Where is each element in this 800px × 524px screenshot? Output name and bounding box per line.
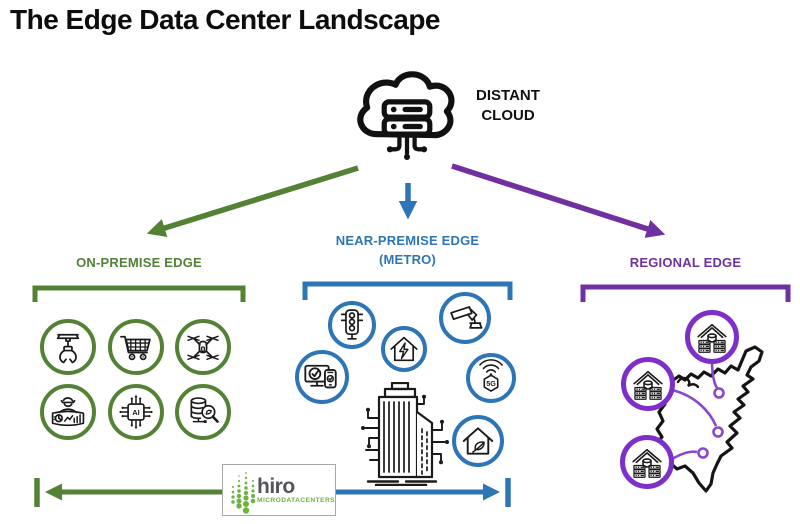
regional-bracket <box>580 284 791 302</box>
edge-datacenter-icon <box>621 357 675 411</box>
hiro-brand-text: hiro <box>257 474 295 498</box>
edge-datacenter-icon <box>685 310 739 364</box>
map-node <box>713 387 725 399</box>
distant-cloud-line1: DISTANT <box>476 87 540 104</box>
smart-energy-home-icon <box>381 326 427 372</box>
cloud-to-regional-arrow <box>451 163 666 238</box>
map-connector <box>671 450 698 461</box>
on-premise-edge-label: ON-PREMISE EDGE <box>76 255 202 270</box>
svg-text:5G: 5G <box>486 380 496 388</box>
cloud-to-onpremise-arrow <box>146 165 359 238</box>
regional-edge-label: REGIONAL EDGE <box>629 255 742 270</box>
shopping-cart-icon <box>108 319 164 375</box>
near-premise-edge-label: NEAR-PREMISE EDGE (METRO) <box>335 233 480 267</box>
robotic-claw-icon <box>40 319 96 375</box>
database-search-icon <box>175 384 231 440</box>
operator-analytics-icon <box>40 384 96 440</box>
distant-cloud-line2: CLOUD <box>481 107 535 125</box>
traffic-light-icon <box>328 301 376 349</box>
hiro-logo: hiro MICRODATACENTERS <box>222 464 336 516</box>
svg-text:AI: AI <box>132 408 140 417</box>
hiro-subtitle-text: MICRODATACENTERS <box>257 496 336 504</box>
cctv-camera-icon <box>439 292 491 344</box>
us-east-coast-map <box>653 345 764 493</box>
on-premise-bracket <box>32 285 246 302</box>
cloud-server-icon <box>350 62 464 174</box>
distant-cloud-label: DISTANT CLOUD <box>460 86 556 127</box>
smart-building-icon <box>358 381 450 491</box>
device-check-icon <box>295 350 349 404</box>
near-premise-bracket <box>302 281 513 300</box>
ai-chip-icon: AI <box>108 384 164 440</box>
edge-datacenter-icon <box>620 435 674 489</box>
map-node <box>697 447 709 459</box>
great-lakes-squiggle <box>676 376 700 389</box>
hiro-logo-dots-icon <box>231 472 256 514</box>
5g-icon: 5G <box>466 353 516 403</box>
eco-home-icon <box>452 415 504 467</box>
drone-icon <box>175 319 231 375</box>
page-title: The Edge Data Center Landscape <box>10 4 441 35</box>
map-node <box>712 426 724 438</box>
map-connector <box>671 388 718 427</box>
